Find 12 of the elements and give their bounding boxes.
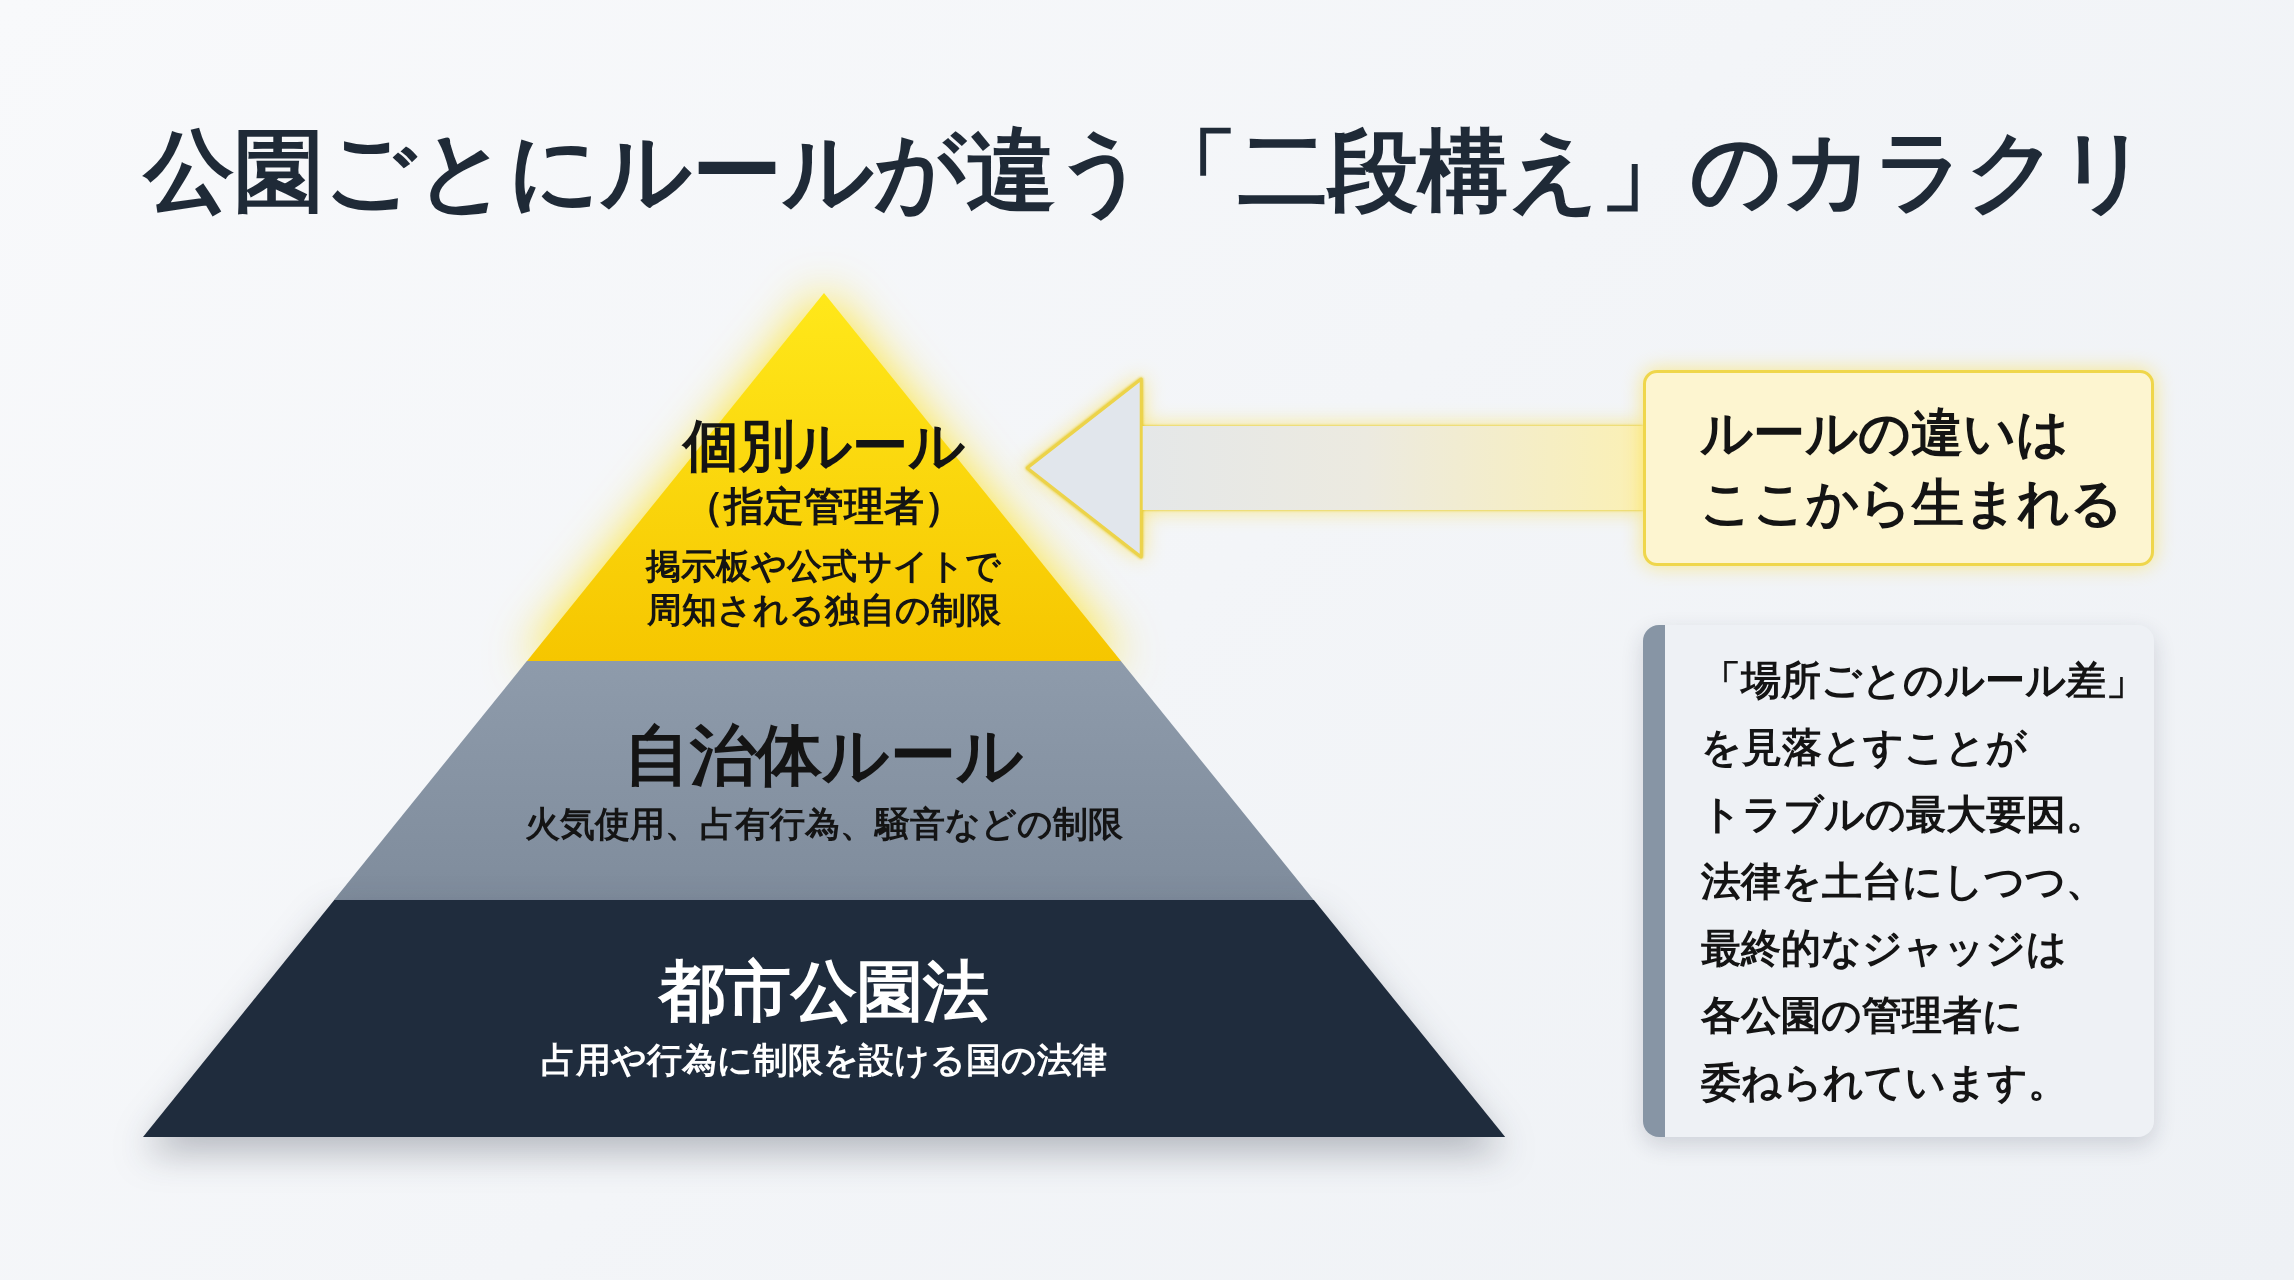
note-card [1643,625,2154,1137]
tier-description: 火気使用、占有行為、騒音などの制限 [525,803,1123,846]
callout-text: ルールの違いはここから生まれる [1700,402,2124,535]
tier-description: 占用や行為に制限を設ける国の法律 [541,1039,1107,1082]
block-arrow [1025,377,1643,559]
title: 公園ごとにルールが違う「二段構え」のカラクリ [141,117,2151,225]
tier-subtitle: （指定管理者） [684,482,964,530]
note-text: 「場所ごとのルール差」を見落とすことがトラブルの最大要因。法律を土台にしつつ、最終的なジャッジは各公園の管理者に委ねられています。 [1701,655,2147,1107]
tier-title: 都市公園法 [659,954,989,1030]
tier-title: 自治体ルール [624,718,1024,794]
tier-description: 掲示板や公式サイトで周知される独自の制限 [644,545,1003,632]
callout-box [1643,370,2154,566]
